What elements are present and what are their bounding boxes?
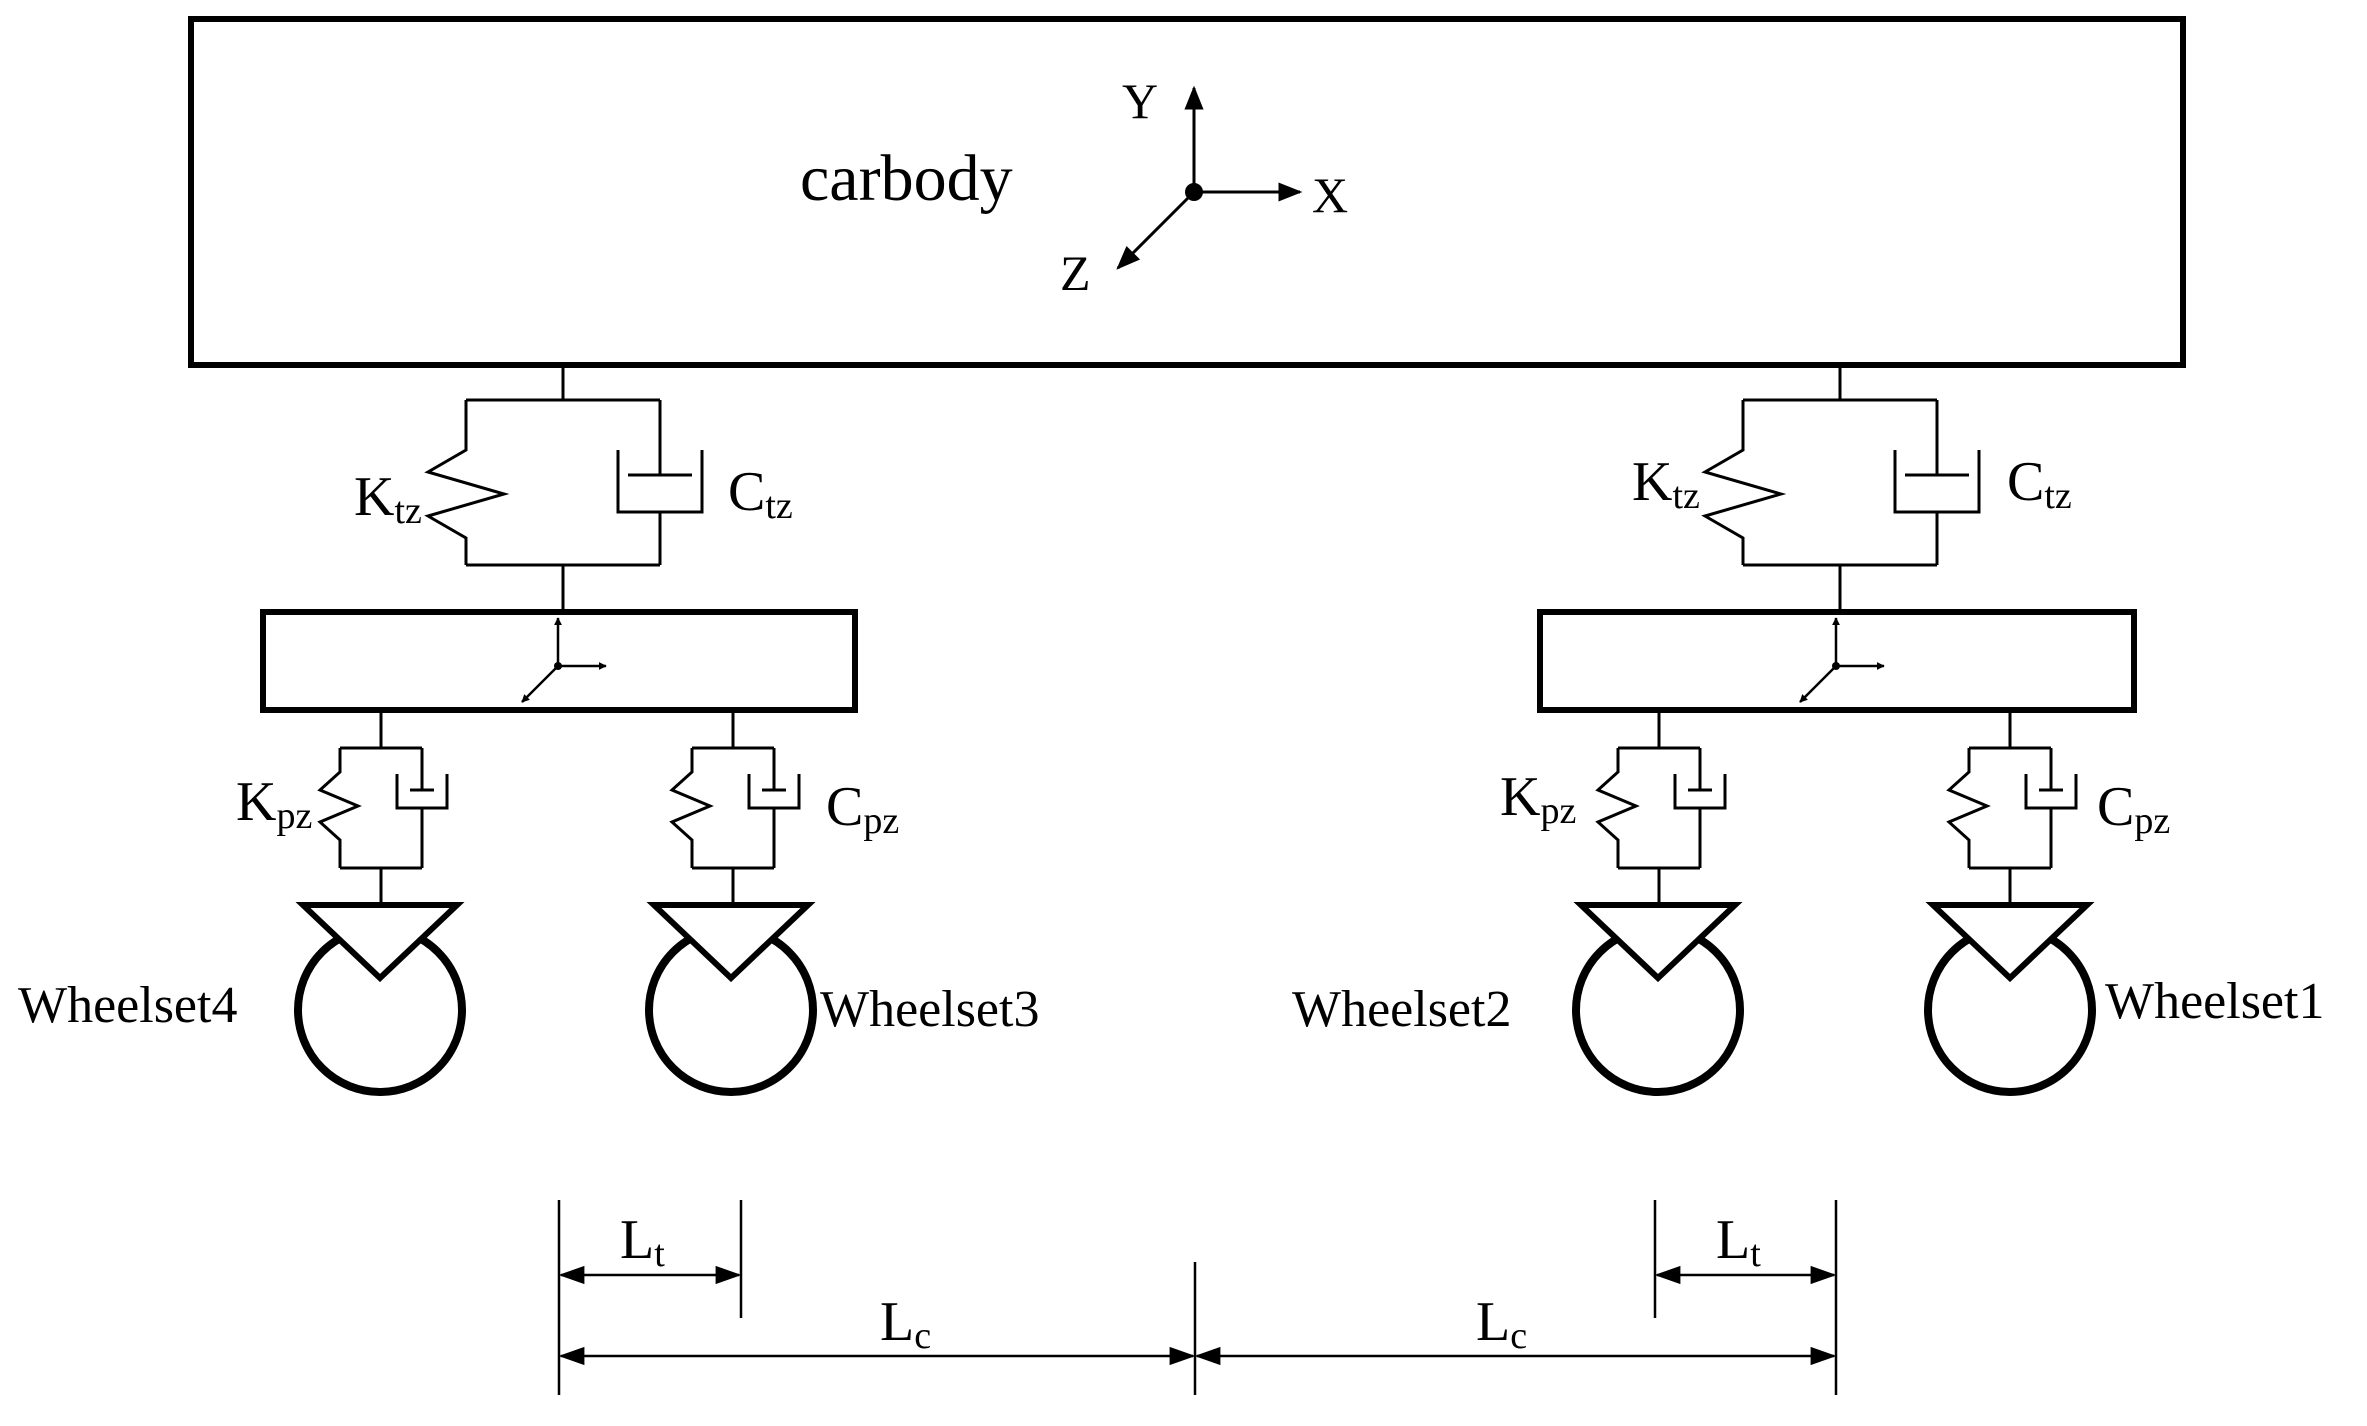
bogie-frame-left (260, 609, 858, 713)
bogie-axes-left (521, 617, 607, 703)
cpz-label-left: Cpz (826, 776, 899, 842)
kpz-label-left: Kpz (236, 771, 312, 837)
primary-suspension-wheelset2 (1595, 710, 1727, 905)
primary-suspension-wheelset3 (669, 710, 801, 905)
wheelset2-label: Wheelset2 (1292, 981, 1511, 1038)
lt-label-left: Lt (620, 1209, 665, 1275)
wheelset4-label: Wheelset4 (18, 977, 237, 1034)
secondary-suspension-left: Ktz Ctz (354, 365, 793, 612)
damper-ctz-right (1893, 400, 1981, 565)
carbody-label: carbody (800, 142, 1013, 215)
ktz-label-left: Ktz (354, 466, 422, 532)
ctz-label-left: Ctz (728, 461, 793, 527)
axis-y-label: Y (1122, 73, 1158, 129)
wheelset3 (645, 902, 817, 1096)
bogie-frame-right (1537, 609, 2137, 713)
primary-suspension-wheelset1 (1946, 710, 2078, 905)
axis-x-label: X (1312, 167, 1348, 223)
kpz-label-right: Kpz (1500, 766, 1576, 832)
ctz-label-right: Ctz (2007, 451, 2072, 517)
primary-suspension-wheelset4 (317, 710, 449, 905)
wheelset1-label: Wheelset1 (2105, 973, 2324, 1030)
dimension-lines (557, 1200, 1838, 1395)
cpz-label-right: Cpz (2097, 776, 2170, 842)
carbody-origin-dot (1185, 183, 1203, 201)
damper-ctz-left (616, 400, 704, 565)
bogie-axes-right (1799, 617, 1885, 703)
lc-label-right: Lc (1476, 1291, 1527, 1357)
wheelset2 (1572, 902, 1744, 1096)
wheelset4 (294, 902, 466, 1096)
ktz-label-right: Ktz (1632, 451, 1700, 517)
wheelset3-label: Wheelset3 (820, 981, 1039, 1038)
secondary-suspension-right: Ktz Ctz (1632, 365, 2072, 612)
spring-ktz-left (424, 400, 510, 565)
axis-z-label: Z (1060, 245, 1091, 301)
carbody-axes: Y X Z (1060, 73, 1348, 301)
lt-label-right: Lt (1716, 1209, 1761, 1275)
wheelset1 (1924, 902, 2096, 1096)
lc-label-left: Lc (880, 1291, 931, 1357)
carbody-box (188, 16, 2186, 368)
spring-ktz-right (1701, 400, 1787, 565)
